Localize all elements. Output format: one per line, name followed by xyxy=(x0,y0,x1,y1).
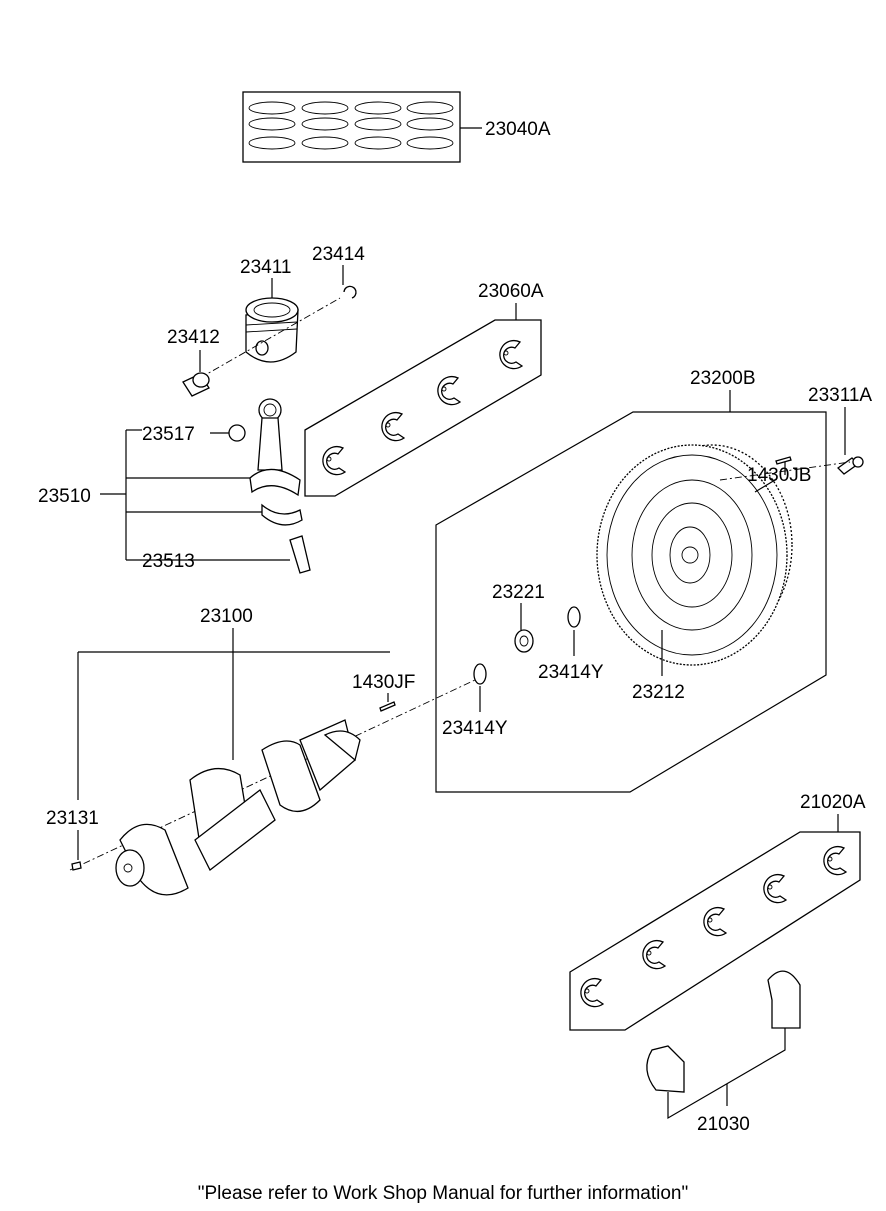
conrod-bearing-shell xyxy=(437,375,462,406)
crankshaft[interactable] xyxy=(115,719,361,896)
label-23131[interactable]: 23131 xyxy=(46,808,99,829)
footer-note: "Please refer to Work Shop Manual for fu… xyxy=(198,1183,688,1204)
label-21030[interactable]: 21030 xyxy=(697,1114,750,1135)
main-bearing-shell xyxy=(763,873,788,904)
label-23100[interactable]: 23100 xyxy=(200,606,253,627)
label-23212[interactable]: 23212 xyxy=(632,682,685,703)
conrod-bolt[interactable] xyxy=(289,535,311,574)
main-bearing-set[interactable] xyxy=(569,831,861,1031)
ring-23414y-a[interactable] xyxy=(567,606,581,628)
piston-ring xyxy=(248,101,296,150)
flywheel-bolt[interactable] xyxy=(836,456,864,475)
label-23221[interactable]: 23221 xyxy=(492,582,545,603)
label-23414Y-a[interactable]: 23414Y xyxy=(538,662,604,683)
label-23411[interactable]: 23411 xyxy=(240,257,291,278)
label-23517[interactable]: 23517 xyxy=(142,424,195,445)
crank-pin[interactable] xyxy=(71,861,82,871)
main-bearing-shell xyxy=(703,906,728,937)
label-23060A[interactable]: 23060A xyxy=(478,281,544,302)
snap-ring[interactable] xyxy=(343,285,357,299)
pin-crank[interactable] xyxy=(379,701,396,712)
conrod-bearing-set[interactable] xyxy=(304,319,542,497)
label-23040A[interactable]: 23040A xyxy=(485,119,551,140)
piston-ring xyxy=(354,101,402,150)
conrod-bearing-shell xyxy=(322,445,347,476)
label-1430JB[interactable]: 1430JB xyxy=(747,465,811,486)
label-23200B[interactable]: 23200B xyxy=(690,368,756,389)
connecting-rod[interactable] xyxy=(228,398,303,526)
bearing-23221[interactable] xyxy=(514,629,534,653)
label-23311A[interactable]: 23311A xyxy=(808,385,872,406)
label-23510[interactable]: 23510 xyxy=(38,486,91,507)
label-23513[interactable]: 23513 xyxy=(142,551,195,572)
label-1430JF[interactable]: 1430JF xyxy=(352,672,415,693)
flywheel-group-outline xyxy=(435,411,827,793)
thrust-bearing[interactable] xyxy=(646,970,801,1093)
piston-pin[interactable] xyxy=(182,372,210,397)
main-bearing-shell xyxy=(823,845,848,876)
main-bearing-shell xyxy=(580,977,605,1008)
label-23414Y-b[interactable]: 23414Y xyxy=(442,718,508,739)
piston[interactable] xyxy=(245,297,299,363)
conrod-bearing-shell xyxy=(499,339,524,370)
piston-ring-set[interactable] xyxy=(242,91,482,163)
flywheel[interactable] xyxy=(596,444,793,666)
label-21020A[interactable]: 21020A xyxy=(800,792,866,813)
ring-23414y-b[interactable] xyxy=(473,663,487,685)
piston-ring xyxy=(301,101,349,150)
main-bearing-shell xyxy=(642,939,667,970)
label-23412[interactable]: 23412 xyxy=(167,327,220,348)
pin-flywheel[interactable] xyxy=(775,456,792,465)
label-23414[interactable]: 23414 xyxy=(312,244,365,265)
conrod-bearing-shell xyxy=(381,411,406,442)
piston-ring xyxy=(406,101,454,150)
